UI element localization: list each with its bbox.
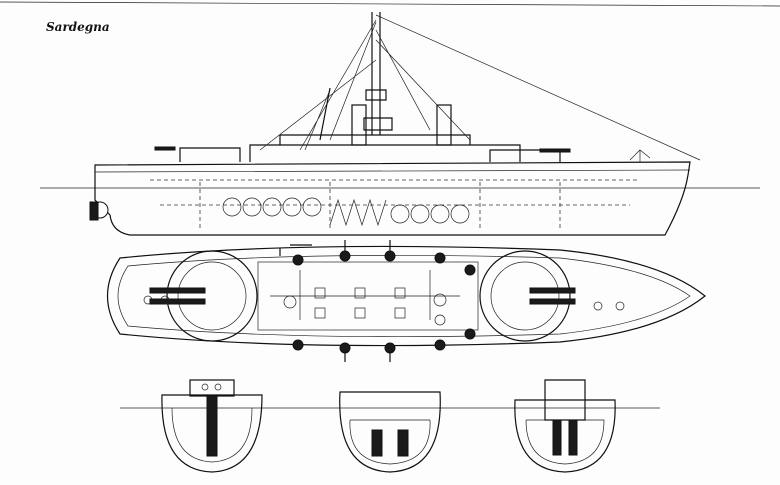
section-forward: [161, 379, 263, 473]
aft-barbette: [479, 250, 571, 342]
funnel-aft: [436, 104, 452, 146]
deck-outline: [106, 245, 706, 347]
hull-outline: [94, 161, 691, 236]
boiler-circles: [222, 197, 470, 227]
turret-housings: [179, 147, 561, 162]
secondary-guns: [292, 250, 476, 354]
section-aft: [514, 379, 616, 473]
plan-view: [106, 240, 706, 362]
section-midships: [339, 391, 441, 473]
forward-barbette: [166, 250, 258, 342]
side-profile-view: [40, 12, 760, 236]
funnel-fore: [351, 104, 367, 146]
ship-name-label: Sardegna: [46, 20, 110, 34]
crane: [319, 87, 331, 141]
rudder-propeller: [89, 201, 109, 221]
main-guns: [149, 287, 576, 305]
cross-sections: [120, 379, 660, 473]
